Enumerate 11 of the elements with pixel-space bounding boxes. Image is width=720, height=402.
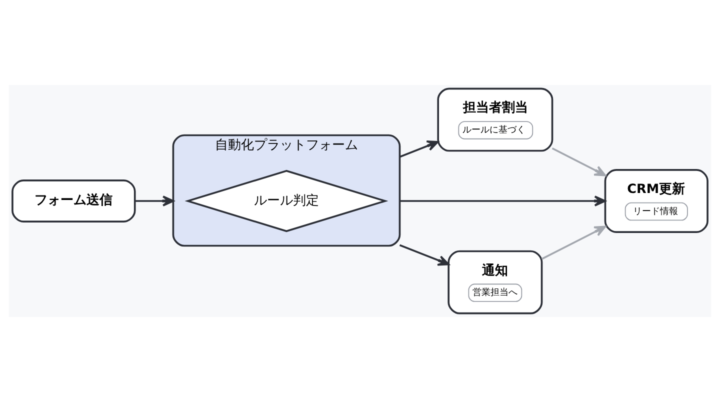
node-box: 通知 営業担当へ — [448, 250, 543, 314]
node-box: 担当者割当 ルールに基づく — [437, 88, 554, 152]
arrow — [552, 148, 606, 176]
arrow — [399, 244, 450, 266]
arrow — [399, 140, 439, 158]
arrow — [135, 196, 174, 206]
node-box: フォーム送信 — [12, 180, 136, 222]
arrow — [541, 226, 606, 260]
node-box: CRM更新 リード情報 — [604, 169, 708, 233]
node-diamond: ルール判定 — [184, 170, 388, 232]
arrow — [400, 196, 606, 206]
